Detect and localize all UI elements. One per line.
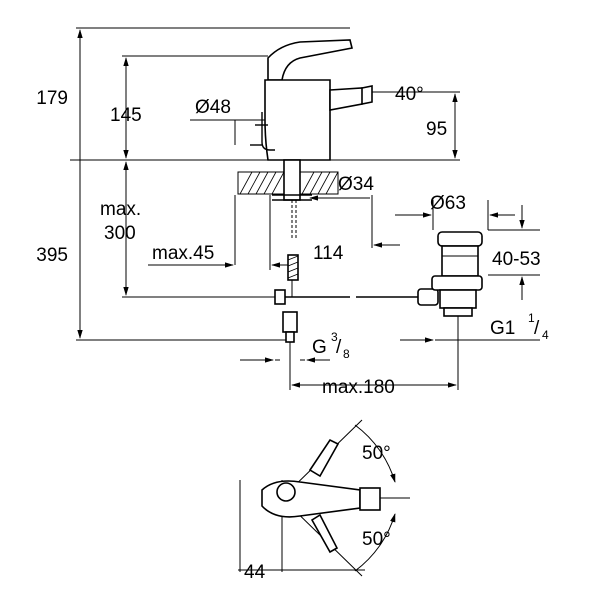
- label-95: 95: [426, 119, 447, 140]
- faucet-side-view: [250, 39, 373, 161]
- extension-lines: [70, 27, 540, 390]
- label-300: 300: [104, 223, 136, 244]
- label-g-right-sup: 1: [528, 311, 535, 325]
- label-40-53: 40-53: [492, 249, 541, 270]
- faucet-top-view: [238, 419, 410, 577]
- label-diameter-48: Ø48: [195, 97, 231, 118]
- label-g-right-slash: /: [534, 318, 540, 339]
- countertop-section: [237, 159, 339, 201]
- dimension-labels: 179 145 Ø48 40° 95 Ø34 max. 300 395 max.…: [36, 84, 549, 583]
- label-max-45: max.45: [152, 243, 214, 264]
- label-diameter-63: Ø63: [430, 193, 466, 214]
- label-g-left-sup: 3: [331, 330, 338, 344]
- label-g-left-slash: /: [336, 337, 342, 358]
- waste-valve: [431, 231, 483, 317]
- label-max-180: max.180: [322, 377, 395, 398]
- label-g-right-main: G1: [490, 318, 515, 339]
- label-g-left-main: G: [312, 337, 327, 358]
- label-395: 395: [36, 245, 68, 266]
- label-angle-40: 40°: [395, 84, 424, 105]
- label-max-word: max.: [100, 199, 141, 220]
- label-g-left-sub: 8: [343, 347, 350, 361]
- label-diameter-34: Ø34: [338, 174, 374, 195]
- label-g-right-sub: 4: [542, 328, 549, 342]
- label-44: 44: [244, 562, 266, 583]
- label-179: 179: [36, 88, 68, 109]
- pop-up-rod: [274, 288, 439, 306]
- label-145: 145: [110, 105, 142, 126]
- dimension-lines: [77, 29, 525, 388]
- label-angle-50-top: 50°: [362, 443, 391, 464]
- label-114: 114: [313, 243, 344, 264]
- supply-hose: [282, 200, 299, 343]
- label-angle-50-bottom: 50°: [362, 529, 391, 550]
